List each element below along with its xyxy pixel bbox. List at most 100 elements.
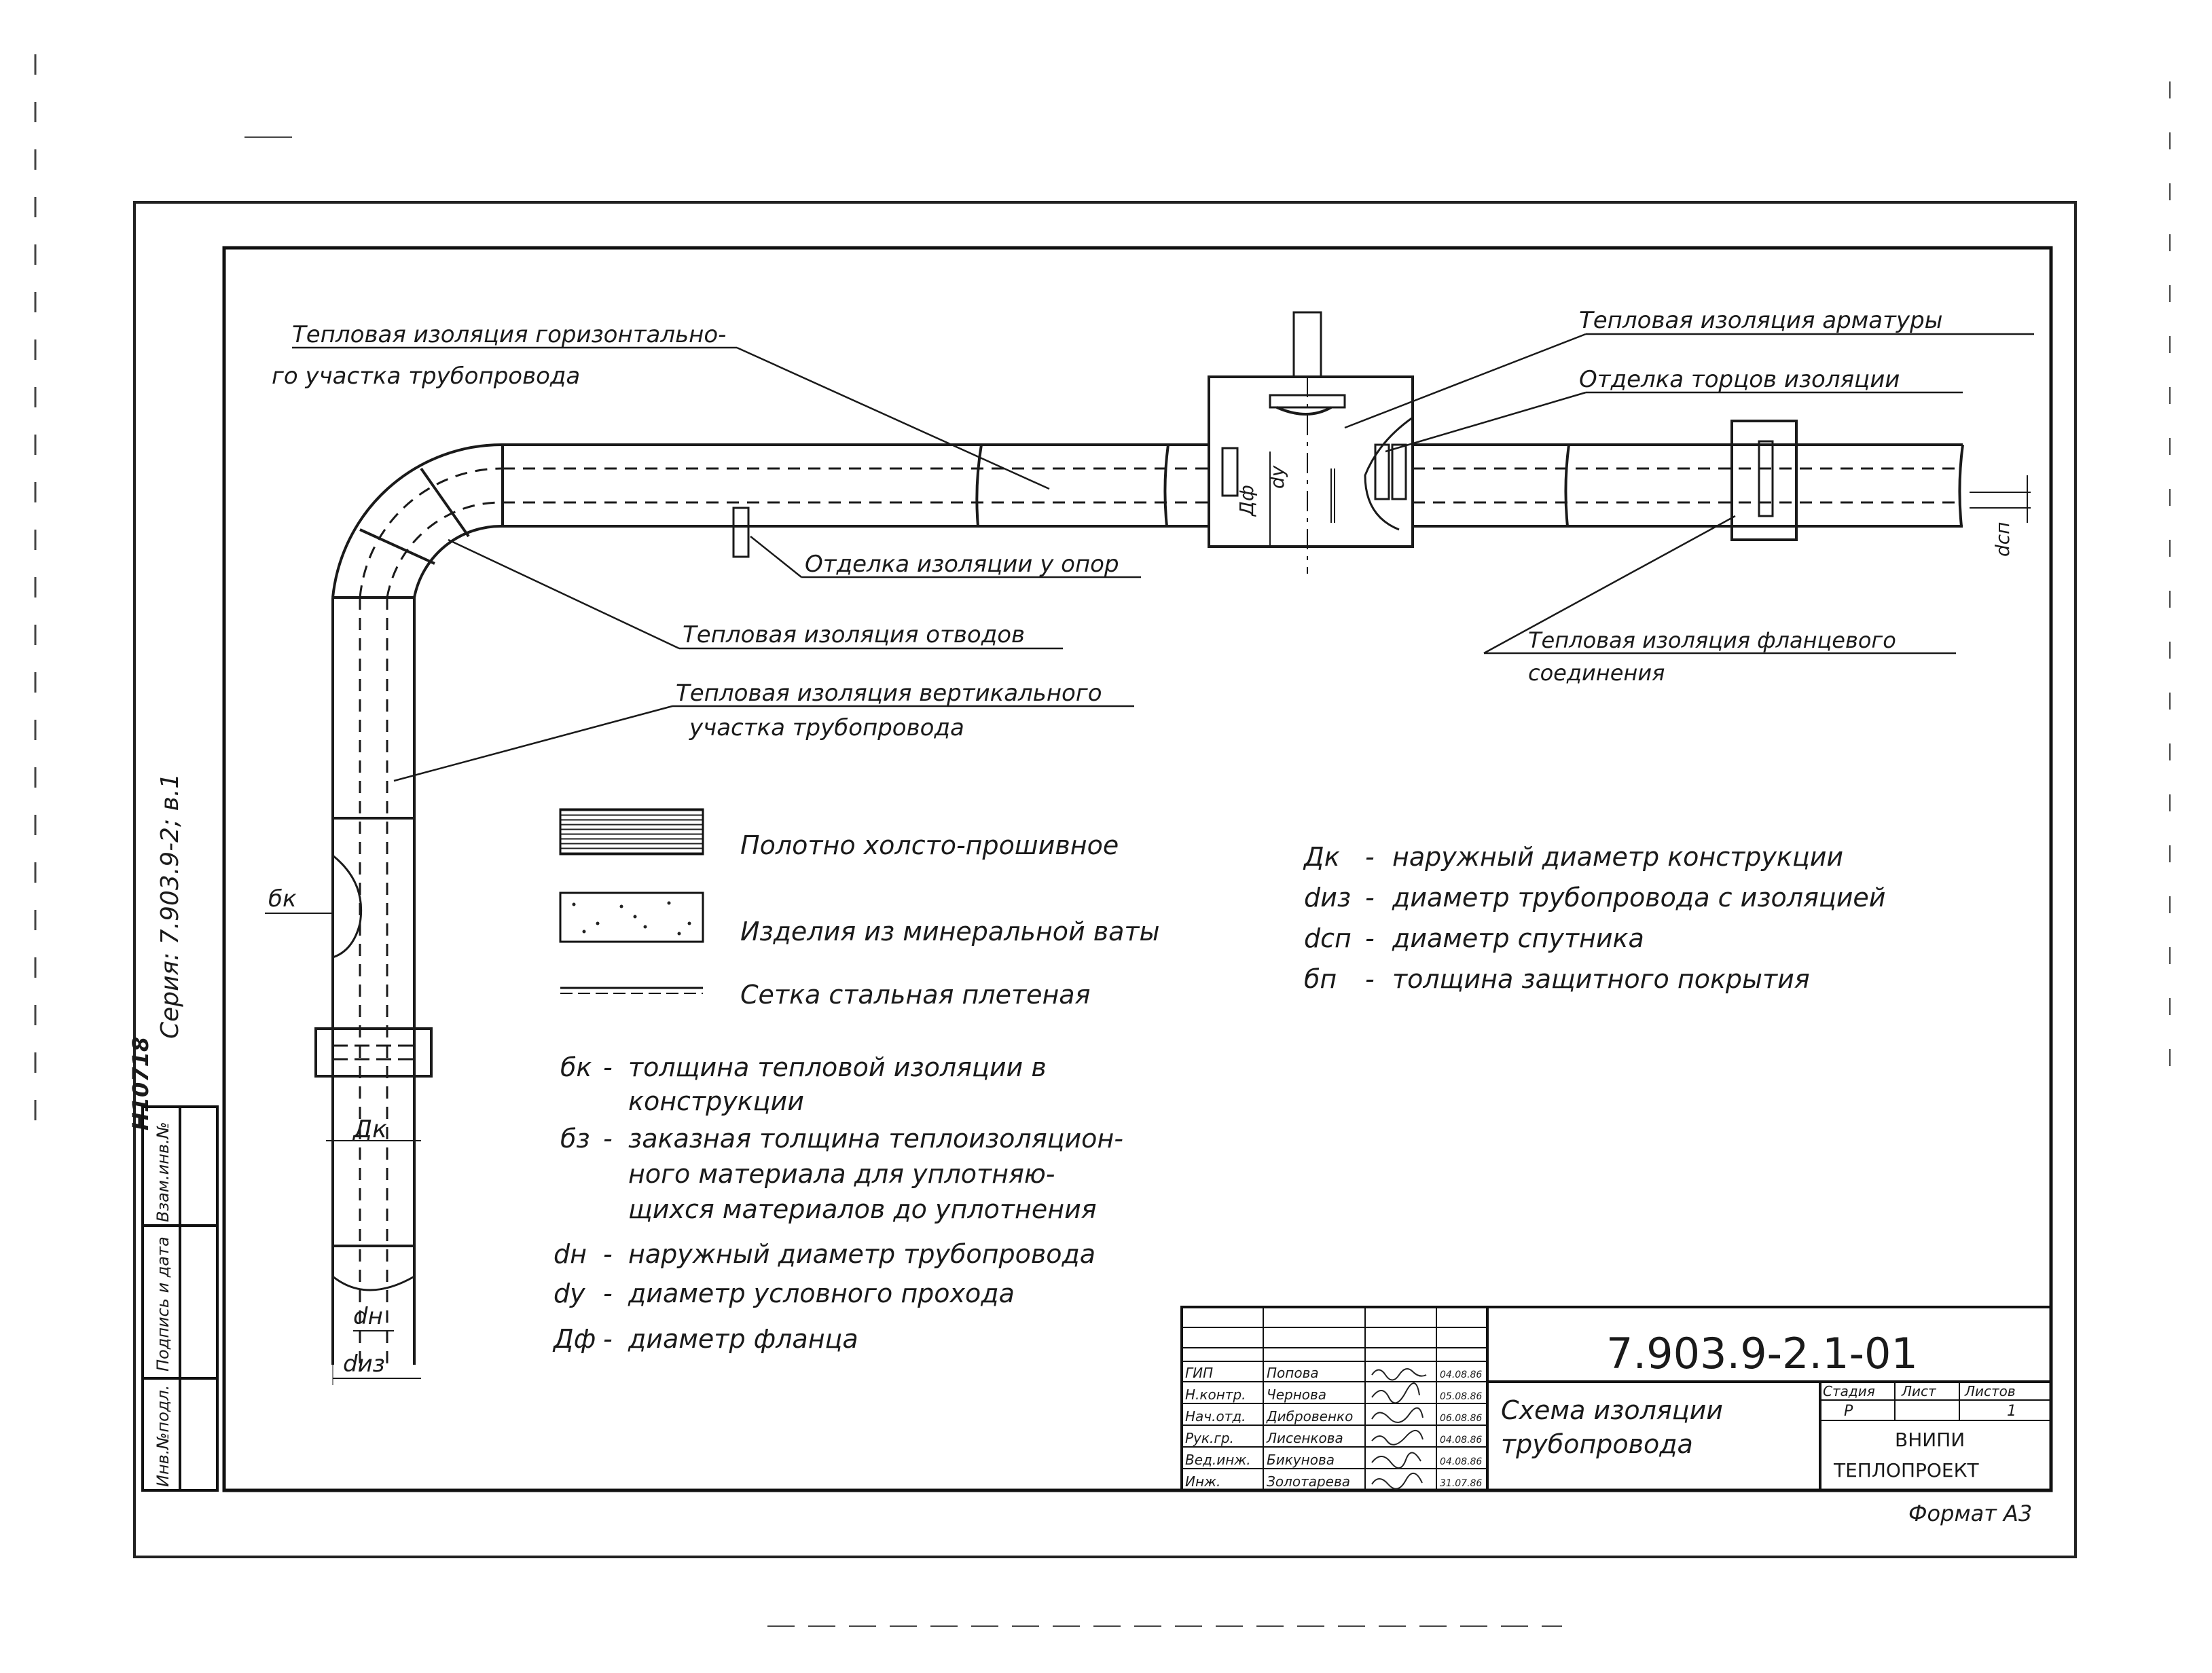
def-text: диаметр условного прохода — [628, 1279, 1015, 1308]
legend: Полотно холсто-прошивное Изделия из мине… — [559, 808, 1160, 1010]
callout-flange-2: соединения — [1528, 660, 1665, 686]
dimension-labels: Дк dн dиз бк dу Дф dсп — [268, 465, 2014, 1378]
inventory-number: Н10718 — [128, 1037, 153, 1130]
doc-title-1: Схема изоляции — [1501, 1395, 1723, 1425]
name-cell: Золотарева — [1267, 1473, 1350, 1490]
def-text: заказная толщина теплоизоляцион- — [628, 1124, 1123, 1154]
sheets-header: Листов — [1964, 1383, 2016, 1399]
doc-title-2: трубопровода — [1501, 1429, 1693, 1459]
legend-label-1: Полотно холсто-прошивное — [740, 830, 1119, 860]
def-text: толщина защитного покрытия — [1392, 964, 1810, 994]
inner-frame — [222, 246, 2053, 1492]
legend-label-2: Изделия из минеральной ваты — [740, 917, 1160, 946]
org-line-2: ТЕПЛОПРОЕКТ — [1833, 1459, 1979, 1482]
name-cell: Попова — [1267, 1365, 1319, 1381]
def-text: конструкции — [628, 1086, 804, 1116]
date-cell: 05.08.86 — [1440, 1391, 1482, 1402]
date-cell: 31.07.86 — [1440, 1478, 1482, 1489]
sheet-header: Лист — [1901, 1383, 1937, 1399]
legend-hatched-swatch — [559, 808, 704, 856]
callout-horizontal-2: го участка трубопровода — [272, 363, 580, 390]
def-sym-bz: бз — [560, 1124, 590, 1154]
name-cell: Дибровенко — [1266, 1408, 1353, 1424]
callout-armature: Тепловая изоляция арматуры — [1579, 307, 1943, 334]
leader-lines — [292, 333, 2034, 782]
callout-bends: Тепловая изоляция отводов — [683, 621, 1025, 648]
side-stamp: Серия: 7.903.9-2; в.1 Н10718 Взам.инв.№ … — [128, 773, 219, 1492]
callout-support-finish: Отделка изоляции у опор — [805, 551, 1119, 578]
signature-rows: ГИП Попова 04.08.86 Н.контр. Чернова 05.… — [1185, 1365, 1482, 1490]
def-text: диаметр спутника — [1392, 923, 1644, 953]
callout-vertical-2: участка трубопровода — [689, 714, 964, 741]
stage-header: Стадия — [1823, 1383, 1875, 1399]
def-dash: - — [603, 1124, 613, 1154]
scan-artifacts — [34, 54, 2171, 1627]
date-cell: 04.08.86 — [1440, 1369, 1482, 1380]
role-cell: Вед.инж. — [1185, 1452, 1251, 1468]
legend-dotted-swatch — [559, 891, 704, 943]
def-dash: - — [603, 1052, 613, 1082]
def-sym-df: Дф — [552, 1324, 596, 1354]
def-dash: - — [1365, 842, 1375, 872]
role-cell: Инж. — [1185, 1473, 1220, 1490]
legend-label-3: Сетка стальная плетеная — [740, 980, 1090, 1010]
definitions-right: Дк - наружный диаметр конструкции dиз - … — [1303, 842, 1885, 994]
doc-number: 7.903.9-2.1-01 — [1606, 1329, 1918, 1378]
dim-df: Дф — [1235, 485, 1258, 517]
box-orig-label: Инв.№подл. — [153, 1385, 173, 1487]
date-cell: 04.08.86 — [1440, 1435, 1482, 1446]
def-text: диаметр трубопровода с изоляцией — [1392, 883, 1885, 913]
pipeline — [265, 311, 2031, 1385]
def-sym-diz: dиз — [1304, 883, 1351, 913]
def-dash: - — [1365, 964, 1375, 994]
org-line-1: ВНИПИ — [1895, 1429, 1965, 1451]
role-cell: Рук.гр. — [1185, 1430, 1234, 1446]
def-text: диаметр фланца — [628, 1324, 858, 1354]
name-cell: Чернова — [1267, 1386, 1326, 1403]
role-cell: Н.контр. — [1185, 1386, 1246, 1403]
dim-diz: dиз — [343, 1350, 385, 1378]
dim-dsp: dсп — [1991, 522, 2014, 557]
role-cell: Нач.отд. — [1185, 1408, 1246, 1424]
name-cell: Бикунова — [1267, 1452, 1335, 1468]
legend-mesh-swatch — [560, 987, 703, 994]
date-cell: 04.08.86 — [1440, 1456, 1482, 1467]
definitions-left: бк - толщина тепловой изоляции в констру… — [552, 1052, 1123, 1354]
def-sym-dn: dн — [554, 1239, 587, 1269]
def-dash: - — [603, 1279, 613, 1308]
title-block: 7.903.9-2.1-01 Схема изоляции трубопрово… — [1180, 1306, 2052, 1492]
name-cell: Лисенкова — [1266, 1430, 1343, 1446]
def-text: ного материала для уплотняю- — [628, 1159, 1055, 1189]
stage-value: Р — [1844, 1403, 1853, 1420]
dim-dk: Дк — [352, 1116, 387, 1143]
def-sym-dk: Дк — [1303, 842, 1340, 872]
def-sym-bk: бк — [560, 1052, 592, 1082]
callout-vertical-1: Тепловая изоляция вертикального — [676, 680, 1102, 707]
dim-dn: dн — [353, 1303, 383, 1330]
series-label: Серия: 7.903.9-2; в.1 — [156, 773, 184, 1039]
role-cell: ГИП — [1185, 1365, 1213, 1381]
box-sign-label: Подпись и дата — [153, 1236, 173, 1372]
def-sym-dsp: dсп — [1304, 923, 1352, 953]
outer-frame — [133, 201, 2077, 1558]
dim-dy: dу — [1266, 465, 1288, 489]
callout-flange-1: Тепловая изоляция фланцевого — [1528, 627, 1896, 653]
callout-end-finish: Отделка торцов изоляции — [1579, 366, 1900, 393]
box-inv-label: Взам.инв.№ — [153, 1122, 173, 1222]
def-text: наружный диаметр конструкции — [1392, 842, 1843, 872]
def-sym-dy: dу — [554, 1279, 585, 1308]
format-label: Формат А3 — [1908, 1501, 2032, 1526]
def-dash: - — [1365, 883, 1375, 913]
def-text: щихся материалов до уплотнения — [628, 1194, 1097, 1224]
def-text: наружный диаметр трубопровода — [628, 1239, 1095, 1269]
callout-horizontal-1: Тепловая изоляция горизонтально- — [292, 321, 726, 348]
sheets-value: 1 — [2007, 1403, 2016, 1420]
def-dash: - — [603, 1239, 613, 1269]
def-dash: - — [603, 1324, 613, 1354]
def-text: толщина тепловой изоляции в — [628, 1052, 1047, 1082]
def-dash: - — [1365, 923, 1375, 953]
date-cell: 06.08.86 — [1440, 1413, 1482, 1424]
def-sym-bp: бп — [1304, 964, 1337, 994]
callout-texts: Тепловая изоляция горизонтально- го учас… — [272, 307, 1943, 741]
